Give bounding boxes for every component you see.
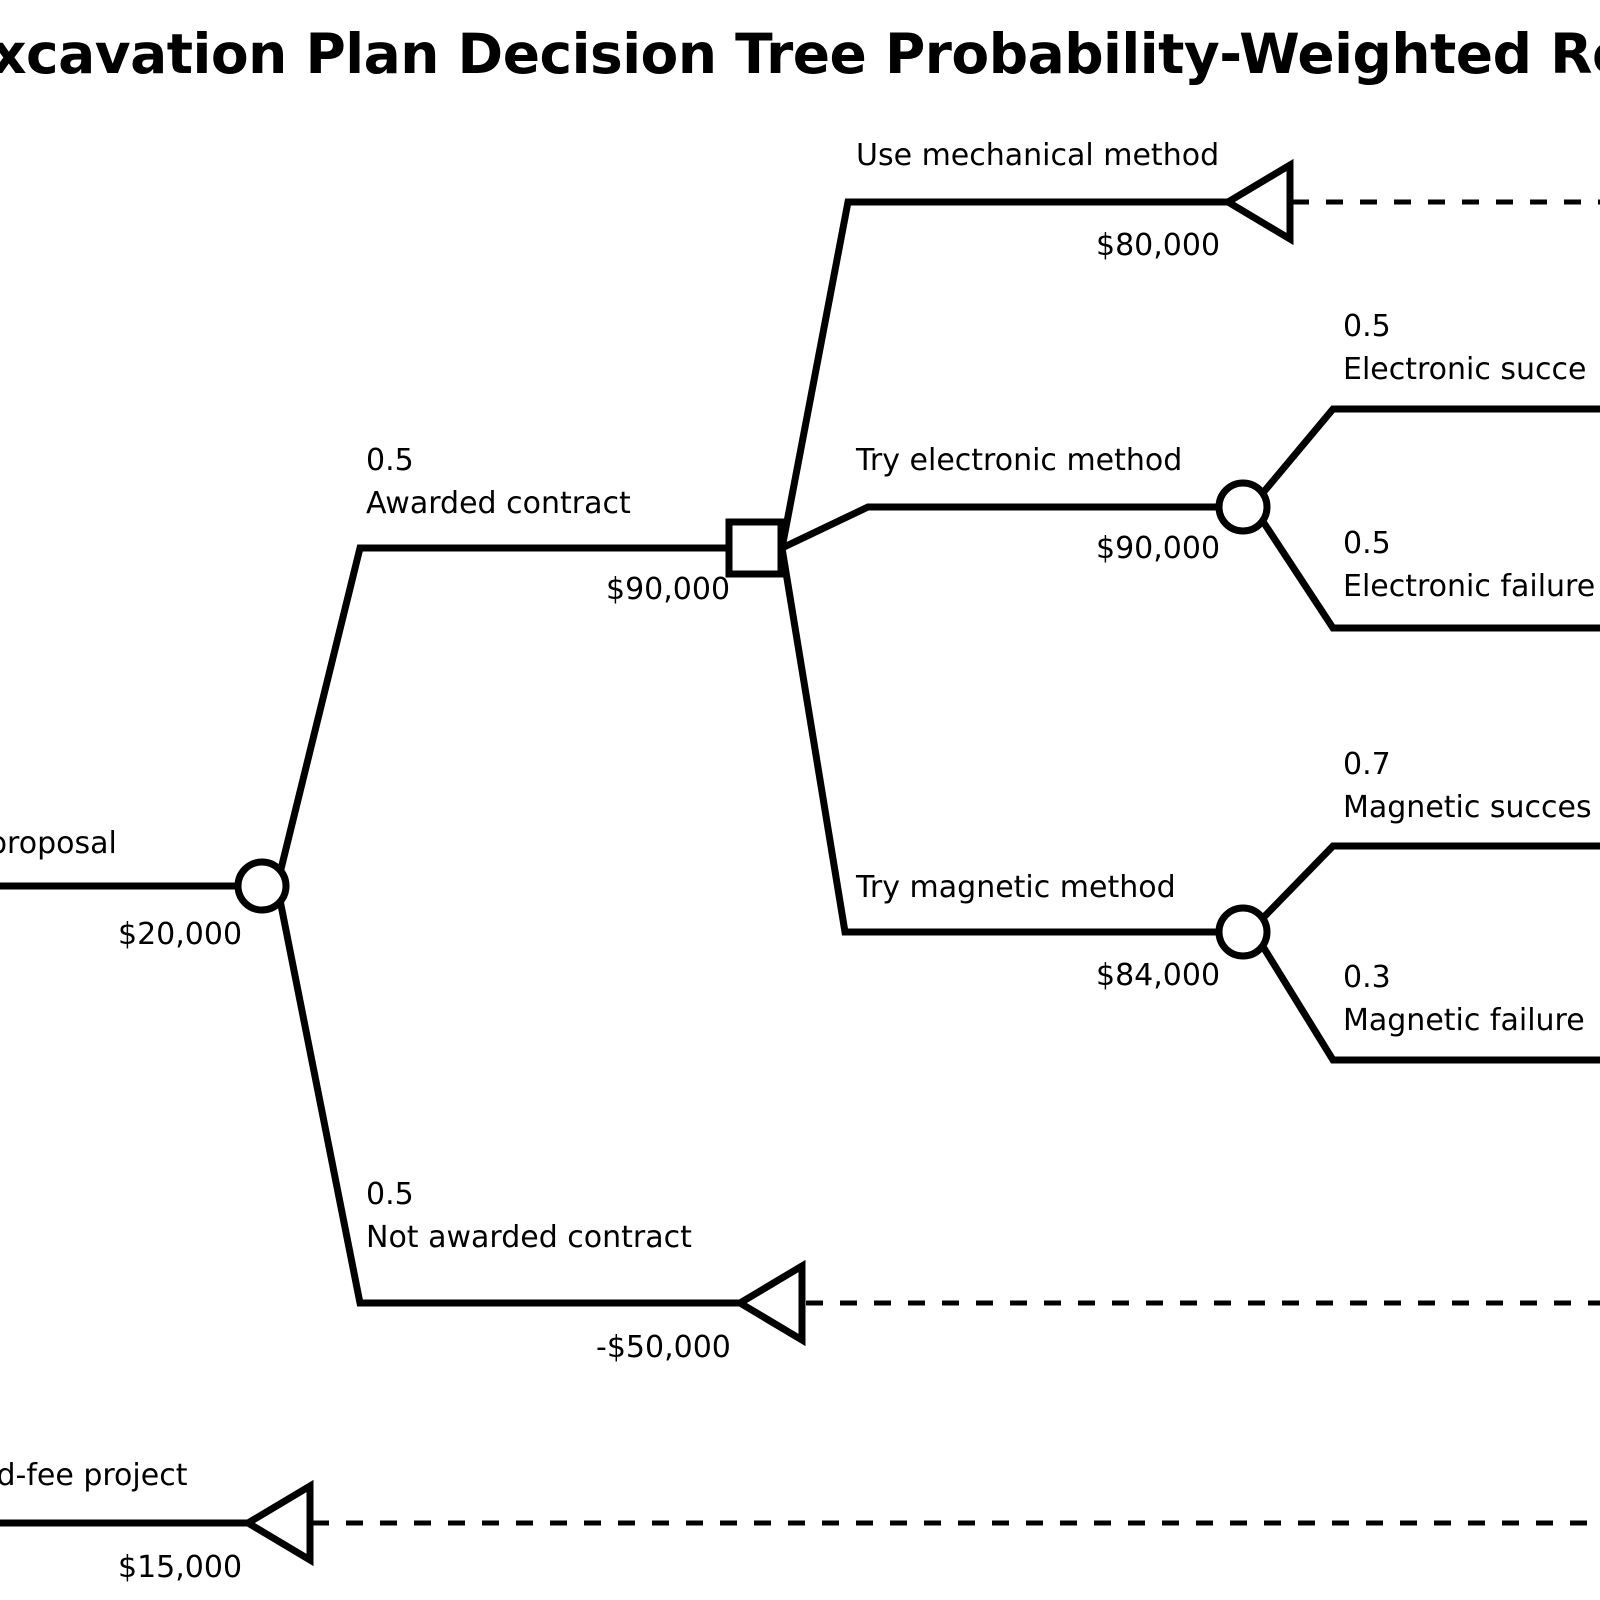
terminal-node-not-awarded[interactable] bbox=[733, 1259, 806, 1347]
branch-label-magnetic-success: Magnetic succes bbox=[1343, 790, 1592, 825]
edge-electronic-success bbox=[1259, 405, 1600, 497]
branch-value-awarded-contract: $90,000 bbox=[606, 572, 731, 607]
edge-magnetic-failure bbox=[1259, 943, 1600, 1064]
edge-try-electronic-method bbox=[780, 503, 1220, 552]
branch-prob-magnetic-failure: 0.3 bbox=[1343, 960, 1391, 995]
edge-try-magnetic-method bbox=[778, 547, 1220, 936]
branch-value-not-awarded-contract: -$50,000 bbox=[596, 1330, 731, 1365]
decision-node-method[interactable] bbox=[725, 518, 785, 578]
branch-prob-electronic-success: 0.5 bbox=[1343, 309, 1391, 344]
branch-label-use-mechanical-method: Use mechanical method bbox=[856, 138, 1220, 173]
terminal-node-mechanical[interactable] bbox=[1221, 158, 1294, 246]
branch-label-fixed-fee-project: ed-fee project bbox=[0, 1458, 188, 1493]
branch-label-root-proposal: proposal bbox=[0, 826, 117, 861]
branch-value-try-magnetic-method: $84,000 bbox=[1096, 958, 1221, 993]
branch-label-electronic-failure: Electronic failure bbox=[1343, 569, 1596, 604]
page-title: Excavation Plan Decision Tree Probabilit… bbox=[0, 22, 1600, 86]
branch-prob-magnetic-success: 0.7 bbox=[1343, 747, 1391, 782]
branch-value-try-electronic-method: $90,000 bbox=[1096, 531, 1221, 566]
terminal-node-fixed-fee[interactable] bbox=[241, 1479, 314, 1567]
chance-node-proposal[interactable] bbox=[234, 858, 290, 914]
branch-value-use-mechanical-method: $80,000 bbox=[1096, 228, 1221, 263]
branch-label-awarded-contract: Awarded contract bbox=[366, 486, 631, 521]
branch-value-fixed-fee-project: $15,000 bbox=[118, 1550, 243, 1585]
edge-awarded-contract bbox=[276, 544, 728, 874]
edge-not-awarded-contract bbox=[276, 899, 742, 1307]
branch-prob-not-awarded-contract: 0.5 bbox=[366, 1177, 414, 1212]
branch-prob-awarded-contract: 0.5 bbox=[366, 443, 414, 478]
edge-magnetic-success bbox=[1259, 842, 1600, 922]
branch-label-try-magnetic-method: Try magnetic method bbox=[856, 870, 1176, 905]
branch-value-root-proposal: $20,000 bbox=[118, 917, 243, 952]
branch-label-try-electronic-method: Try electronic method bbox=[856, 443, 1183, 478]
branch-prob-electronic-failure: 0.5 bbox=[1343, 526, 1391, 561]
chance-node-electronic[interactable] bbox=[1215, 479, 1271, 535]
edge-use-mechanical-method bbox=[778, 198, 1230, 549]
chance-node-magnetic[interactable] bbox=[1215, 904, 1271, 960]
branch-label-electronic-success: Electronic succe bbox=[1343, 352, 1587, 387]
branch-label-not-awarded-contract: Not awarded contract bbox=[366, 1220, 692, 1255]
edge-electronic-failure bbox=[1259, 518, 1600, 632]
branch-label-magnetic-failure: Magnetic failure bbox=[1343, 1003, 1585, 1038]
